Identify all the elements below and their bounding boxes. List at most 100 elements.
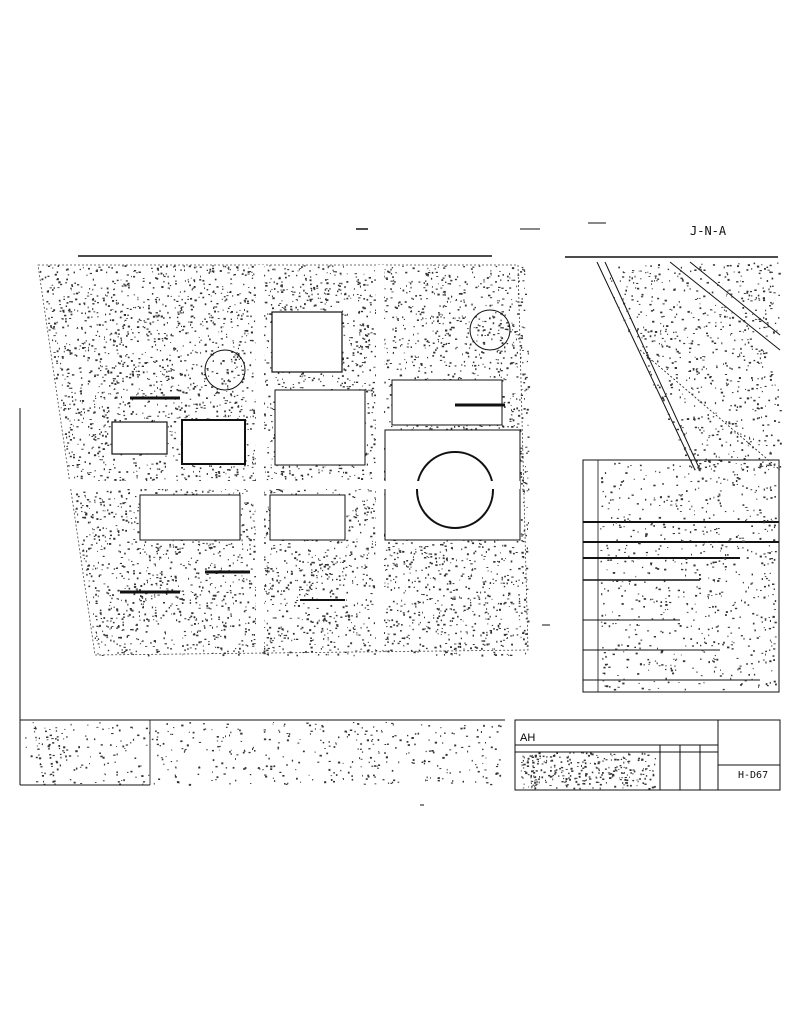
stipple-dot <box>340 467 343 470</box>
stipple-dot <box>306 293 308 295</box>
stipple-dot <box>254 643 256 645</box>
stipple-dot <box>69 318 72 319</box>
stipple-dot <box>263 466 266 469</box>
stipple-dot <box>407 565 409 568</box>
stipple-dot <box>136 326 140 328</box>
stipple-dot <box>373 443 376 446</box>
stipple-dot <box>119 420 121 422</box>
stipple-dot <box>224 300 226 302</box>
stipple-dot <box>192 387 195 390</box>
stipple-dot <box>98 266 101 268</box>
stipple-dot <box>341 561 344 563</box>
stipple-dot <box>354 558 356 560</box>
stipple-dot <box>187 387 189 389</box>
stipple-dot <box>410 561 413 564</box>
stipple-dot <box>403 603 406 605</box>
stipple-dot <box>327 293 330 295</box>
stipple-dot <box>419 313 422 316</box>
stipple-dot <box>374 461 376 464</box>
stipple-dot <box>386 586 389 588</box>
stipple-dot <box>386 279 388 280</box>
stipple-dot <box>441 314 443 316</box>
stipple-dot <box>134 270 137 272</box>
stipple-dot <box>521 388 523 390</box>
stipple-dot <box>452 609 456 611</box>
stipple-dot <box>75 511 77 513</box>
stipple-dot <box>187 279 189 281</box>
stipple-dot <box>243 580 245 583</box>
stipple-dot <box>451 558 454 560</box>
stipple-dot <box>180 611 182 614</box>
stipple-dot <box>89 601 90 604</box>
stipple-dot <box>450 581 452 583</box>
stipple-dot <box>159 546 161 549</box>
stipple-dot <box>129 505 131 508</box>
stipple-dot <box>229 306 231 307</box>
stipple-dot <box>119 562 122 564</box>
stipple-dot <box>390 649 393 651</box>
stipple-dot <box>227 559 229 561</box>
stipple-dot <box>315 569 317 571</box>
stipple-dot <box>217 346 219 348</box>
stipple-dot <box>179 409 182 411</box>
stipple-dot <box>415 548 417 550</box>
stipple-dot <box>465 586 467 588</box>
stipple-dot <box>504 328 507 330</box>
stipple-dot <box>462 620 464 622</box>
stipple-dot <box>231 360 233 363</box>
stipple-dot <box>495 654 497 656</box>
stipple-dot <box>489 582 492 584</box>
stipple-dot <box>393 624 396 626</box>
stipple-dot <box>150 598 153 600</box>
stipple-dot <box>93 535 96 537</box>
stipple-dot <box>88 547 91 550</box>
stipple-dot <box>520 429 522 431</box>
stipple-dot <box>351 622 352 624</box>
stipple-dot <box>305 279 307 281</box>
stipple-dot <box>70 287 72 290</box>
stipple-dot <box>98 575 100 578</box>
stipple-dot <box>367 453 369 455</box>
stipple-dot <box>81 326 83 329</box>
stipple-dot <box>121 649 123 651</box>
stipple-dot <box>195 561 197 564</box>
stipple-dot <box>388 379 391 380</box>
stipple-dot <box>168 413 170 415</box>
stipple-dot <box>383 448 386 450</box>
stipple-dot <box>184 618 187 620</box>
stipple-dot <box>367 345 369 348</box>
stipple-dot <box>52 289 54 291</box>
stipple-dot <box>85 496 86 498</box>
stipple-dot <box>467 328 469 329</box>
stipple-dot <box>122 327 125 330</box>
stipple-dot <box>67 349 70 351</box>
stipple-dot <box>287 654 289 656</box>
stipple-dot <box>281 590 282 592</box>
stipple-dot <box>115 365 117 367</box>
stipple-dot <box>366 284 369 286</box>
stipple-dot <box>122 616 125 618</box>
stipple-dot <box>384 644 386 646</box>
stipple-dot <box>475 427 477 430</box>
stipple-dot <box>155 462 159 465</box>
stipple-dot <box>522 490 525 492</box>
stipple-dot <box>160 392 164 394</box>
stipple-dot <box>110 309 112 311</box>
stipple-dot <box>240 409 243 411</box>
stipple-dot <box>194 569 196 571</box>
stipple-dot <box>296 274 298 277</box>
stipple-dot <box>518 304 521 306</box>
stipple-dot <box>137 638 139 641</box>
stipple-dot <box>522 488 524 490</box>
stipple-dot <box>454 611 457 614</box>
stipple-dot <box>327 568 330 570</box>
stipple-dot <box>414 602 417 605</box>
stipple-dot <box>310 276 312 278</box>
stipple-dot <box>170 575 172 578</box>
stipple-dot <box>357 602 358 605</box>
stipple-dot <box>391 619 394 622</box>
stipple-dot <box>370 389 373 392</box>
stipple-dot <box>519 625 521 628</box>
stipple-dot <box>416 319 419 321</box>
stipple-dot <box>476 591 479 593</box>
